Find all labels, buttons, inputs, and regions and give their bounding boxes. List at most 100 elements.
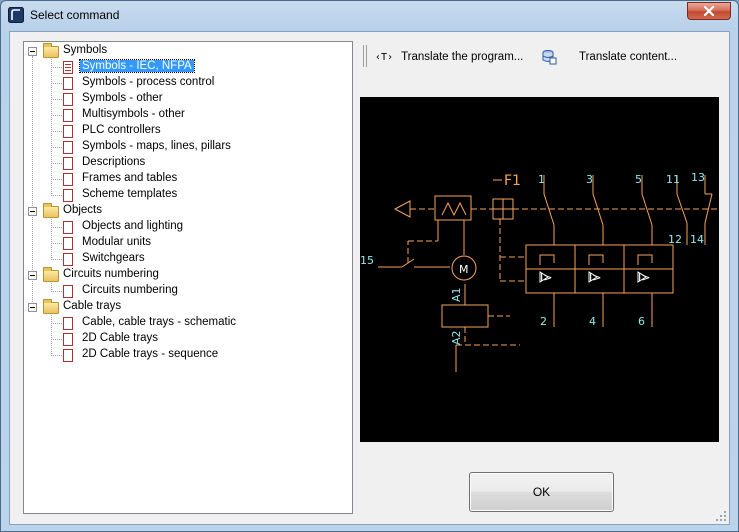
device-label: F1 xyxy=(504,173,521,189)
tree-item-scheme-templates[interactable]: Scheme templates xyxy=(24,187,352,203)
trip-label-2: I> xyxy=(589,271,601,284)
tree-item-label: Switchgears xyxy=(82,252,145,264)
tree-item-label: Multisymbols - other xyxy=(82,108,185,120)
terminal-1: 1 xyxy=(538,173,545,186)
terminal-11: 11 xyxy=(666,173,680,186)
translate-program-button[interactable]: ‹T› Translate the program... xyxy=(375,46,523,68)
motor-symbol xyxy=(451,255,477,281)
tree-item-symbols-maps-lines-pillars[interactable]: Symbols - maps, lines, pillars xyxy=(24,139,352,155)
tree-item-symbols-other[interactable]: Symbols - other xyxy=(24,91,352,107)
document-icon xyxy=(63,125,73,138)
document-icon xyxy=(63,221,73,234)
tree-item-label: 2D Cable trays xyxy=(82,332,159,344)
window-title: Select command xyxy=(30,8,120,22)
tree-item-plc-controllers[interactable]: PLC controllers xyxy=(24,123,352,139)
ok-button[interactable]: OK xyxy=(469,472,614,512)
symbol-preview: F1 1 3 5 11 13 12 14 2 4 6 15 A1 A2 M xyxy=(360,97,719,442)
tree-connector xyxy=(51,217,52,260)
tree-item-label: Circuits numbering xyxy=(82,284,178,296)
document-icon xyxy=(63,349,73,362)
toolbar-grip[interactable] xyxy=(363,45,367,67)
tree-item-cable-cable-trays-schematic[interactable]: Cable, cable trays - schematic xyxy=(24,315,352,331)
tree-item-label: PLC controllers xyxy=(82,124,161,136)
translate-program-label: Translate the program... xyxy=(401,51,524,63)
title-bar[interactable]: Select command xyxy=(1,1,738,29)
tree-group-cable-trays[interactable]: Cable trays xyxy=(24,299,352,315)
terminal-13: 13 xyxy=(691,171,705,184)
terminal-6: 6 xyxy=(638,315,645,328)
tree-connector xyxy=(51,195,62,196)
thermal-zigzag xyxy=(441,201,467,217)
translate-content-label: Translate content... xyxy=(579,51,678,63)
document-icon xyxy=(63,93,73,106)
close-icon xyxy=(703,6,715,16)
document-icon xyxy=(63,285,73,298)
trip-label-3: I> xyxy=(638,271,650,284)
document-icon xyxy=(63,61,73,74)
resize-grip-icon[interactable] xyxy=(715,510,727,522)
tree-group-circuits-numbering[interactable]: Circuits numbering xyxy=(24,267,352,283)
app-icon xyxy=(8,7,24,23)
tree-item-symbols-process-control[interactable]: Symbols - process control xyxy=(24,75,352,91)
tree-connector xyxy=(51,281,52,292)
tree-connector xyxy=(51,243,62,244)
tree-connector xyxy=(51,83,62,84)
tree-item-2d-cable-trays-sequence[interactable]: 2D Cable trays - sequence xyxy=(24,347,352,363)
document-icon xyxy=(63,317,73,330)
collapse-icon[interactable] xyxy=(28,303,37,312)
tree-connector xyxy=(51,339,62,340)
close-button[interactable] xyxy=(687,2,731,20)
tree-item-2d-cable-trays[interactable]: 2D Cable trays xyxy=(24,331,352,347)
tree-item-modular-units[interactable]: Modular units xyxy=(24,235,352,251)
tree-connector xyxy=(51,163,62,164)
terminal-3: 3 xyxy=(586,173,593,186)
translate-content-button[interactable]: Translate content... xyxy=(541,46,677,68)
tree-group-label: Circuits numbering xyxy=(63,268,159,280)
terminal-15: 15 xyxy=(360,254,374,267)
tree-connector xyxy=(51,313,52,356)
tree-item-label: Symbols - maps, lines, pillars xyxy=(82,140,231,152)
tree-item-label: Cable, cable trays - schematic xyxy=(82,316,237,328)
tree-item-descriptions[interactable]: Descriptions xyxy=(24,155,352,171)
tree-item-circuits-numbering[interactable]: Circuits numbering xyxy=(24,283,352,299)
tree-root-connector xyxy=(32,56,33,312)
tree-item-switchgears[interactable]: Switchgears xyxy=(24,251,352,267)
terminal-2: 2 xyxy=(540,315,547,328)
actuator-arrow xyxy=(393,200,411,218)
tree-group-objects[interactable]: Objects xyxy=(24,203,352,219)
tree-group-symbols[interactable]: Symbols xyxy=(24,43,352,59)
database-icon xyxy=(542,50,557,65)
tree-connector xyxy=(51,227,62,228)
folder-icon xyxy=(43,43,59,58)
coil-symbol xyxy=(441,304,489,328)
tree-connector xyxy=(51,57,52,196)
tree-item-label: Scheme templates xyxy=(82,188,178,200)
tree-connector xyxy=(51,67,62,68)
tree-item-frames-and-tables[interactable]: Frames and tables xyxy=(24,171,352,187)
tree-connector xyxy=(51,355,62,356)
terminal-5: 5 xyxy=(635,173,642,186)
schematic-preview: F1 1 3 5 11 13 12 14 2 4 6 15 A1 A2 M xyxy=(360,171,719,372)
thermal-element xyxy=(434,195,472,221)
tree-item-label: Symbols - other xyxy=(82,92,163,104)
tree-item-objects-and-lighting[interactable]: Objects and lighting xyxy=(24,219,352,235)
translate-program-icon: ‹T› xyxy=(375,51,394,63)
tree-connector xyxy=(51,147,62,148)
tree-group-label: Symbols xyxy=(63,44,108,56)
tree-connector xyxy=(51,323,62,324)
collapse-icon[interactable] xyxy=(28,47,37,56)
collapse-icon[interactable] xyxy=(28,271,37,280)
tree-connector xyxy=(51,99,62,100)
tree-item-label: Symbols - IEC, NFPA xyxy=(79,59,195,73)
document-icon xyxy=(63,237,73,250)
tree-item-multisymbols-other[interactable]: Multisymbols - other xyxy=(24,107,352,123)
toolbar: ‹T› Translate the program... Translate c… xyxy=(359,42,719,72)
tree-item-symbols-iec-nfpa[interactable]: Symbols - IEC, NFPA xyxy=(24,59,352,75)
document-icon xyxy=(63,189,73,202)
collapse-icon[interactable] xyxy=(28,207,37,216)
coil-a2: A2 xyxy=(450,330,463,345)
coil-a1: A1 xyxy=(450,287,463,302)
